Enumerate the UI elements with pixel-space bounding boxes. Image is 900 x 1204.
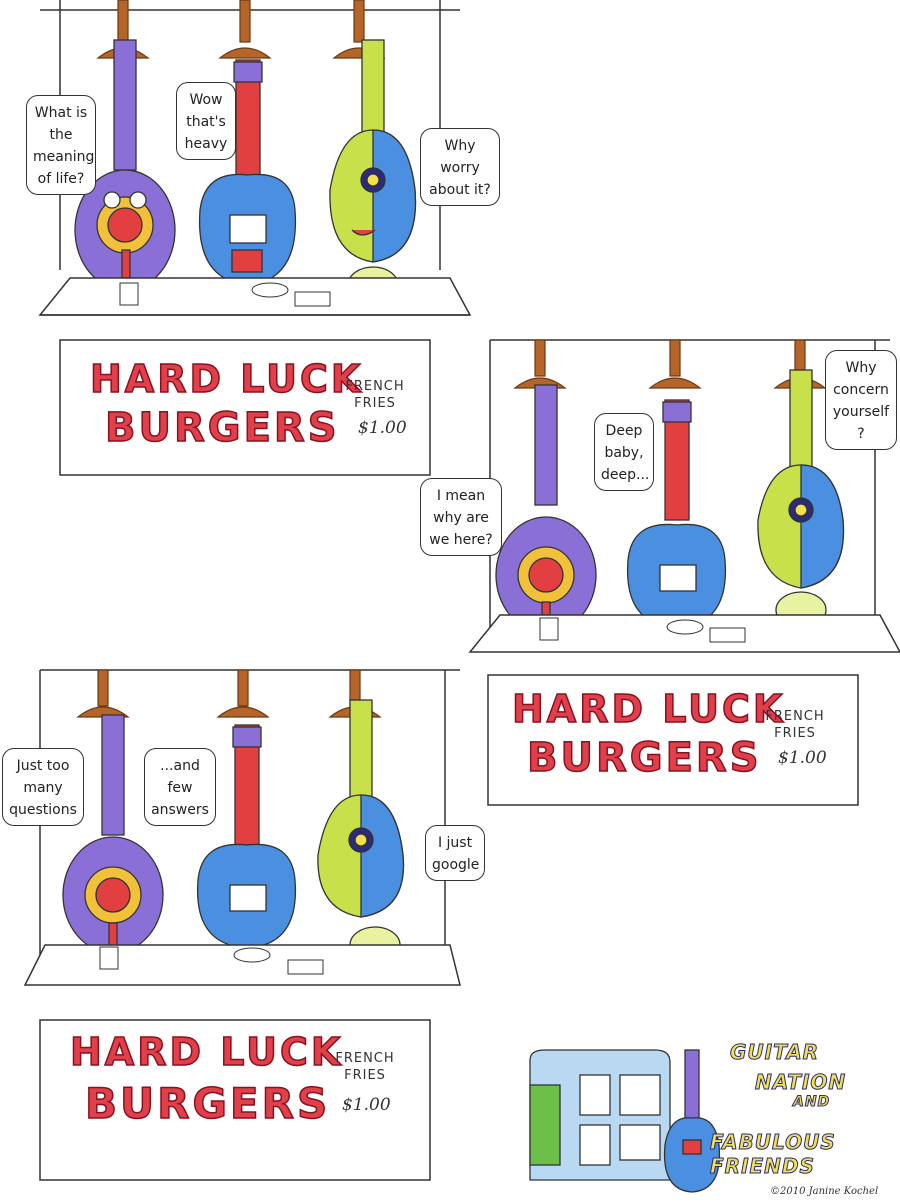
blue-guitar-character: [626, 399, 727, 629]
speech-bubble-3: Why concern yourself ?: [825, 350, 897, 450]
sign-title-line-1: HARD LUCK: [69, 1030, 344, 1074]
purple-guitar-character: [74, 39, 176, 291]
panel-2-scene: [468, 339, 900, 806]
sign-fries-label: FRENCH FRIES: [335, 1051, 395, 1083]
sign-fries-label: FRENCH FRIES: [345, 379, 405, 411]
sign-title-line-2: BURGERS: [84, 1079, 331, 1128]
green-guitar-character: [329, 39, 417, 304]
panel-3-scene: [23, 669, 461, 1181]
speech-bubble-2: ...and few answers: [144, 748, 216, 826]
panel-1-scene: [38, 0, 472, 476]
sign-title-line-2: BURGERS: [526, 735, 762, 781]
speech-bubble-3: Why worry about it?: [420, 128, 500, 206]
logo-line-2: NATION: [754, 1070, 847, 1095]
sign-title-line-2: BURGERS: [104, 405, 340, 451]
speech-bubble-1: What is the meaning of life?: [26, 95, 96, 195]
comic-panel-3: Just too many questions ...and few answe…: [2, 655, 485, 1185]
blue-guitar-character: [196, 724, 297, 949]
speech-bubble-1: I mean why are we here?: [420, 478, 502, 556]
sign-title-line-1: HARD LUCK: [511, 687, 786, 731]
copyright-credit: ©2010 Janine Kochel: [770, 1186, 879, 1197]
logo-illustration: [529, 1049, 721, 1193]
logo-line-1: GUITAR: [729, 1040, 820, 1065]
sign-title-line-1: HARD LUCK: [89, 357, 364, 401]
green-guitar-character: [317, 699, 405, 964]
logo-line-4: FABULOUS FRIENDS: [710, 1130, 836, 1179]
speech-bubble-2: Deep baby, deep...: [594, 413, 654, 491]
comic-panel-1: What is the meaning of life? Wow that's …: [26, 0, 500, 480]
sign-fries-label: FRENCH FRIES: [765, 709, 825, 741]
speech-bubble-2: Wow that's heavy: [176, 82, 236, 160]
guitar-nation-logo: GUITAR NATION AND FABULOUS FRIENDS ©2010…: [525, 1030, 900, 1200]
sign-price: $1.00: [342, 1095, 391, 1115]
purple-guitar-character: [495, 384, 597, 634]
sign-price: $1.00: [778, 748, 827, 768]
comic-panel-2: I mean why are we here? Deep baby, deep.…: [420, 330, 900, 810]
logo-line-3: AND: [792, 1094, 831, 1111]
speech-bubble-1: Just too many questions: [2, 748, 84, 826]
speech-bubble-3: I just google: [425, 825, 485, 881]
sign-price: $1.00: [358, 418, 407, 438]
blue-guitar-character: [198, 59, 297, 286]
